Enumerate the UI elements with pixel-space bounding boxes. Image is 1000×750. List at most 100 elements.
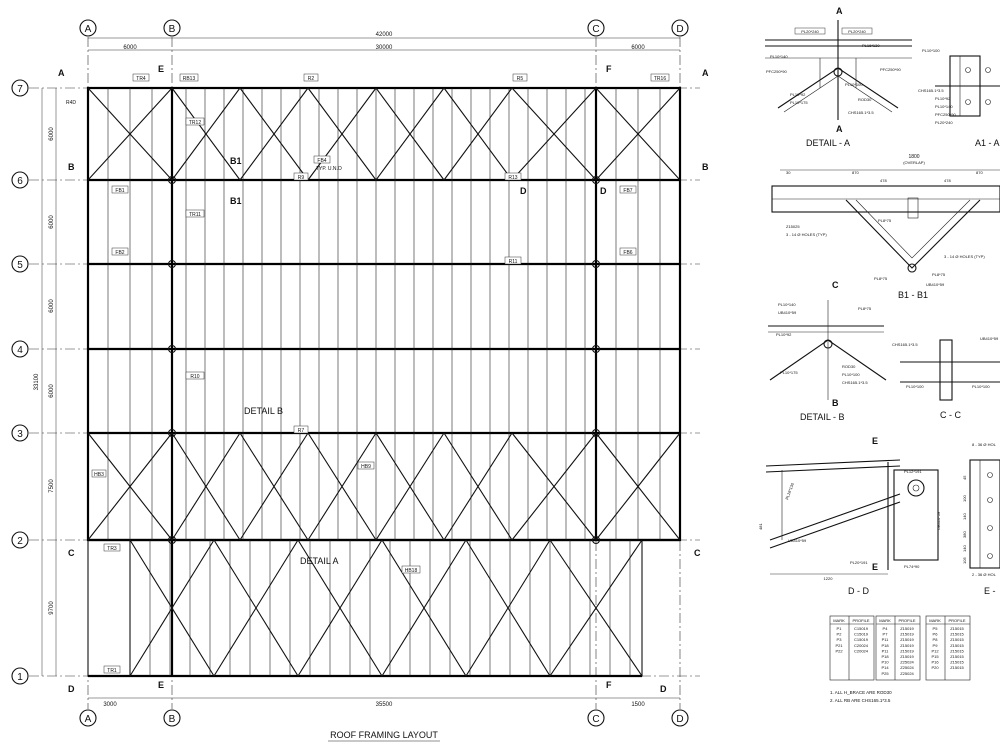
grid-label-3: 3 — [17, 429, 23, 440]
b1-overlap-note: (OVERLAP) — [903, 160, 925, 165]
grid-label-6: 6 — [17, 176, 23, 187]
b1-dim-870a: 870 — [852, 170, 859, 175]
connection-nodes — [167, 175, 601, 545]
detail-b-pl10x140: PL10*140 — [778, 302, 796, 307]
dd-bottom-mark: E — [872, 562, 878, 572]
grid-label-a-bottom: A — [85, 714, 92, 725]
detail-a: A PL20*240 PL20*240 PL16*130 PL10*140 PF… — [765, 6, 912, 148]
brace-line — [307, 87, 377, 181]
dim-bottom-mid: 35500 — [376, 702, 393, 708]
table-col1-profile: C15019 — [854, 626, 869, 631]
table-col1-profile: C15019 — [854, 632, 869, 637]
table-col2-profile: Z15019 — [900, 643, 914, 648]
table-header-mark-2: MARK — [879, 618, 891, 623]
table-col3-profile: Z15015 — [950, 643, 964, 648]
tag-fb4: FB4 — [317, 158, 326, 164]
section-mark-c-left: C — [68, 548, 75, 558]
table-col3-profile: Z15015 — [950, 637, 964, 642]
ee-dim-3: 380 — [962, 531, 967, 538]
tag-r4d: R4D — [66, 100, 76, 106]
section-a1-pl10x100: PL10*100 — [922, 48, 940, 53]
brace-line — [213, 539, 299, 677]
detail-a-top-mark: A — [836, 6, 843, 16]
cc-title: C - C — [940, 410, 961, 420]
dd-pl20x191: PL20*191 — [850, 560, 868, 565]
tag-r10: R10 — [190, 374, 199, 380]
detail-b-pl10x175: PL10*175 — [780, 370, 798, 375]
section-mark-d-plan: D — [520, 186, 527, 196]
tag-typ-uno: TYP. U.N.O — [316, 166, 342, 172]
table-col3-profile: Z15015 — [950, 660, 964, 665]
note-1: 1. ALL H_BRACE ARE ROD30 — [830, 690, 892, 695]
drawing-title: ROOF FRAMING LAYOUT — [330, 730, 438, 740]
dd-side-dim: 481 — [758, 523, 763, 530]
brace-line — [381, 539, 467, 677]
detail-a-pl20-left: PL20*240 — [801, 29, 819, 34]
dd-pl12x191: PL12*191 — [904, 469, 922, 474]
table-col3-profile: Z15015 — [950, 665, 964, 670]
purlins — [107, 88, 661, 676]
connection-node — [167, 259, 177, 269]
connection-node — [591, 535, 601, 545]
table-header-profile-3: PROFILE — [948, 618, 965, 623]
table-col2-mark: P7 — [883, 632, 889, 637]
b1-pl-right: PL8*75 — [932, 272, 946, 277]
brace-line — [465, 539, 551, 677]
grid-label-a-top: A — [85, 24, 92, 35]
table-col2-mark: P4 — [883, 626, 889, 631]
ee-dim-0: 45 — [962, 475, 967, 480]
detail-a-pl16: PL16*130 — [862, 43, 880, 48]
section-c-c: CHS165.1*3.5 PL10*100 PL10*100 UB410*59 … — [892, 336, 1000, 420]
section-b1-b1: 1800 (OVERLAP) 30 870 478 478 870 Z15025… — [771, 154, 1000, 300]
tag-tr11: TR11 — [189, 212, 201, 218]
connection-node — [167, 344, 177, 354]
detail-b-pl: PL8*75 — [858, 306, 872, 311]
section-mark-d-left: D — [68, 684, 75, 694]
brace-line — [239, 432, 309, 541]
callout-detail-b: DETAIL B — [244, 406, 283, 416]
tag-r13: R13 — [508, 175, 517, 181]
cc-pl10x100b: PL10*100 — [972, 384, 990, 389]
detail-b-title: DETAIL - B — [800, 412, 845, 422]
tag-rb13: RB13 — [183, 76, 196, 82]
table-col3-profile: Z15015 — [950, 648, 964, 653]
section-d-d: E PL16*130 UB410*59 PL12*191 PL20*191 PL… — [758, 436, 941, 596]
section-a1-pl10x92: PL10*92 — [935, 96, 951, 101]
table-col2-mark: P18 — [881, 643, 889, 648]
detail-a-pl10x140: PL10*140 — [770, 54, 788, 59]
detail-a-chs: CHS165.1*3.5 — [848, 110, 874, 115]
dim-bottom-left: 3000 — [103, 702, 117, 708]
detail-b-ub410: UB410*59 — [778, 310, 797, 315]
tag-r7: R7 — [298, 428, 305, 434]
callout-detail-a: DETAIL A — [300, 556, 339, 566]
table-col1-mark: P3 — [837, 637, 843, 642]
cc-ub410: UB410*59 — [980, 336, 999, 341]
ee-holes-bottom: 2 - 36 Ø HOL — [972, 572, 997, 577]
section-mark-f-bottom: F — [606, 680, 612, 690]
b1-dim-30: 30 — [786, 170, 791, 175]
connection-node — [591, 175, 601, 185]
section-mark-e-bottom: E — [158, 680, 164, 690]
b1-pl8x75: PL8*75 — [878, 218, 892, 223]
tag-r2: R2 — [308, 76, 315, 82]
brace-line — [307, 432, 377, 541]
detail-a-pfc-right: PFC250*90 — [880, 67, 901, 72]
detail-b-top-mark: C — [832, 280, 839, 290]
table-col1-profile: C20024 — [854, 643, 869, 648]
table-col3-mark: P5 — [933, 626, 939, 631]
grid-label-4: 4 — [17, 345, 23, 356]
connection-node — [591, 259, 601, 269]
section-mark-f-top: F — [606, 64, 612, 74]
b1-pl-left: PL8*75 — [874, 276, 888, 281]
b1-dim-478b: 478 — [944, 178, 951, 183]
tag-tr1: TR1 — [107, 668, 117, 674]
dim-row-7-6: 6000 — [49, 127, 55, 141]
brace-line — [595, 432, 681, 541]
table-col1-profile: C20024 — [854, 648, 869, 653]
table-col3-profile: Z15015 — [950, 654, 964, 659]
tag-fb6: FB6 — [623, 250, 632, 256]
b1-overlap-dim: 1800 — [908, 154, 919, 160]
table-header-mark-3: MARK — [929, 618, 941, 623]
tag-hb18: HB18 — [405, 568, 418, 574]
bottom-dimensions: 3000 35500 1500 — [88, 697, 680, 708]
